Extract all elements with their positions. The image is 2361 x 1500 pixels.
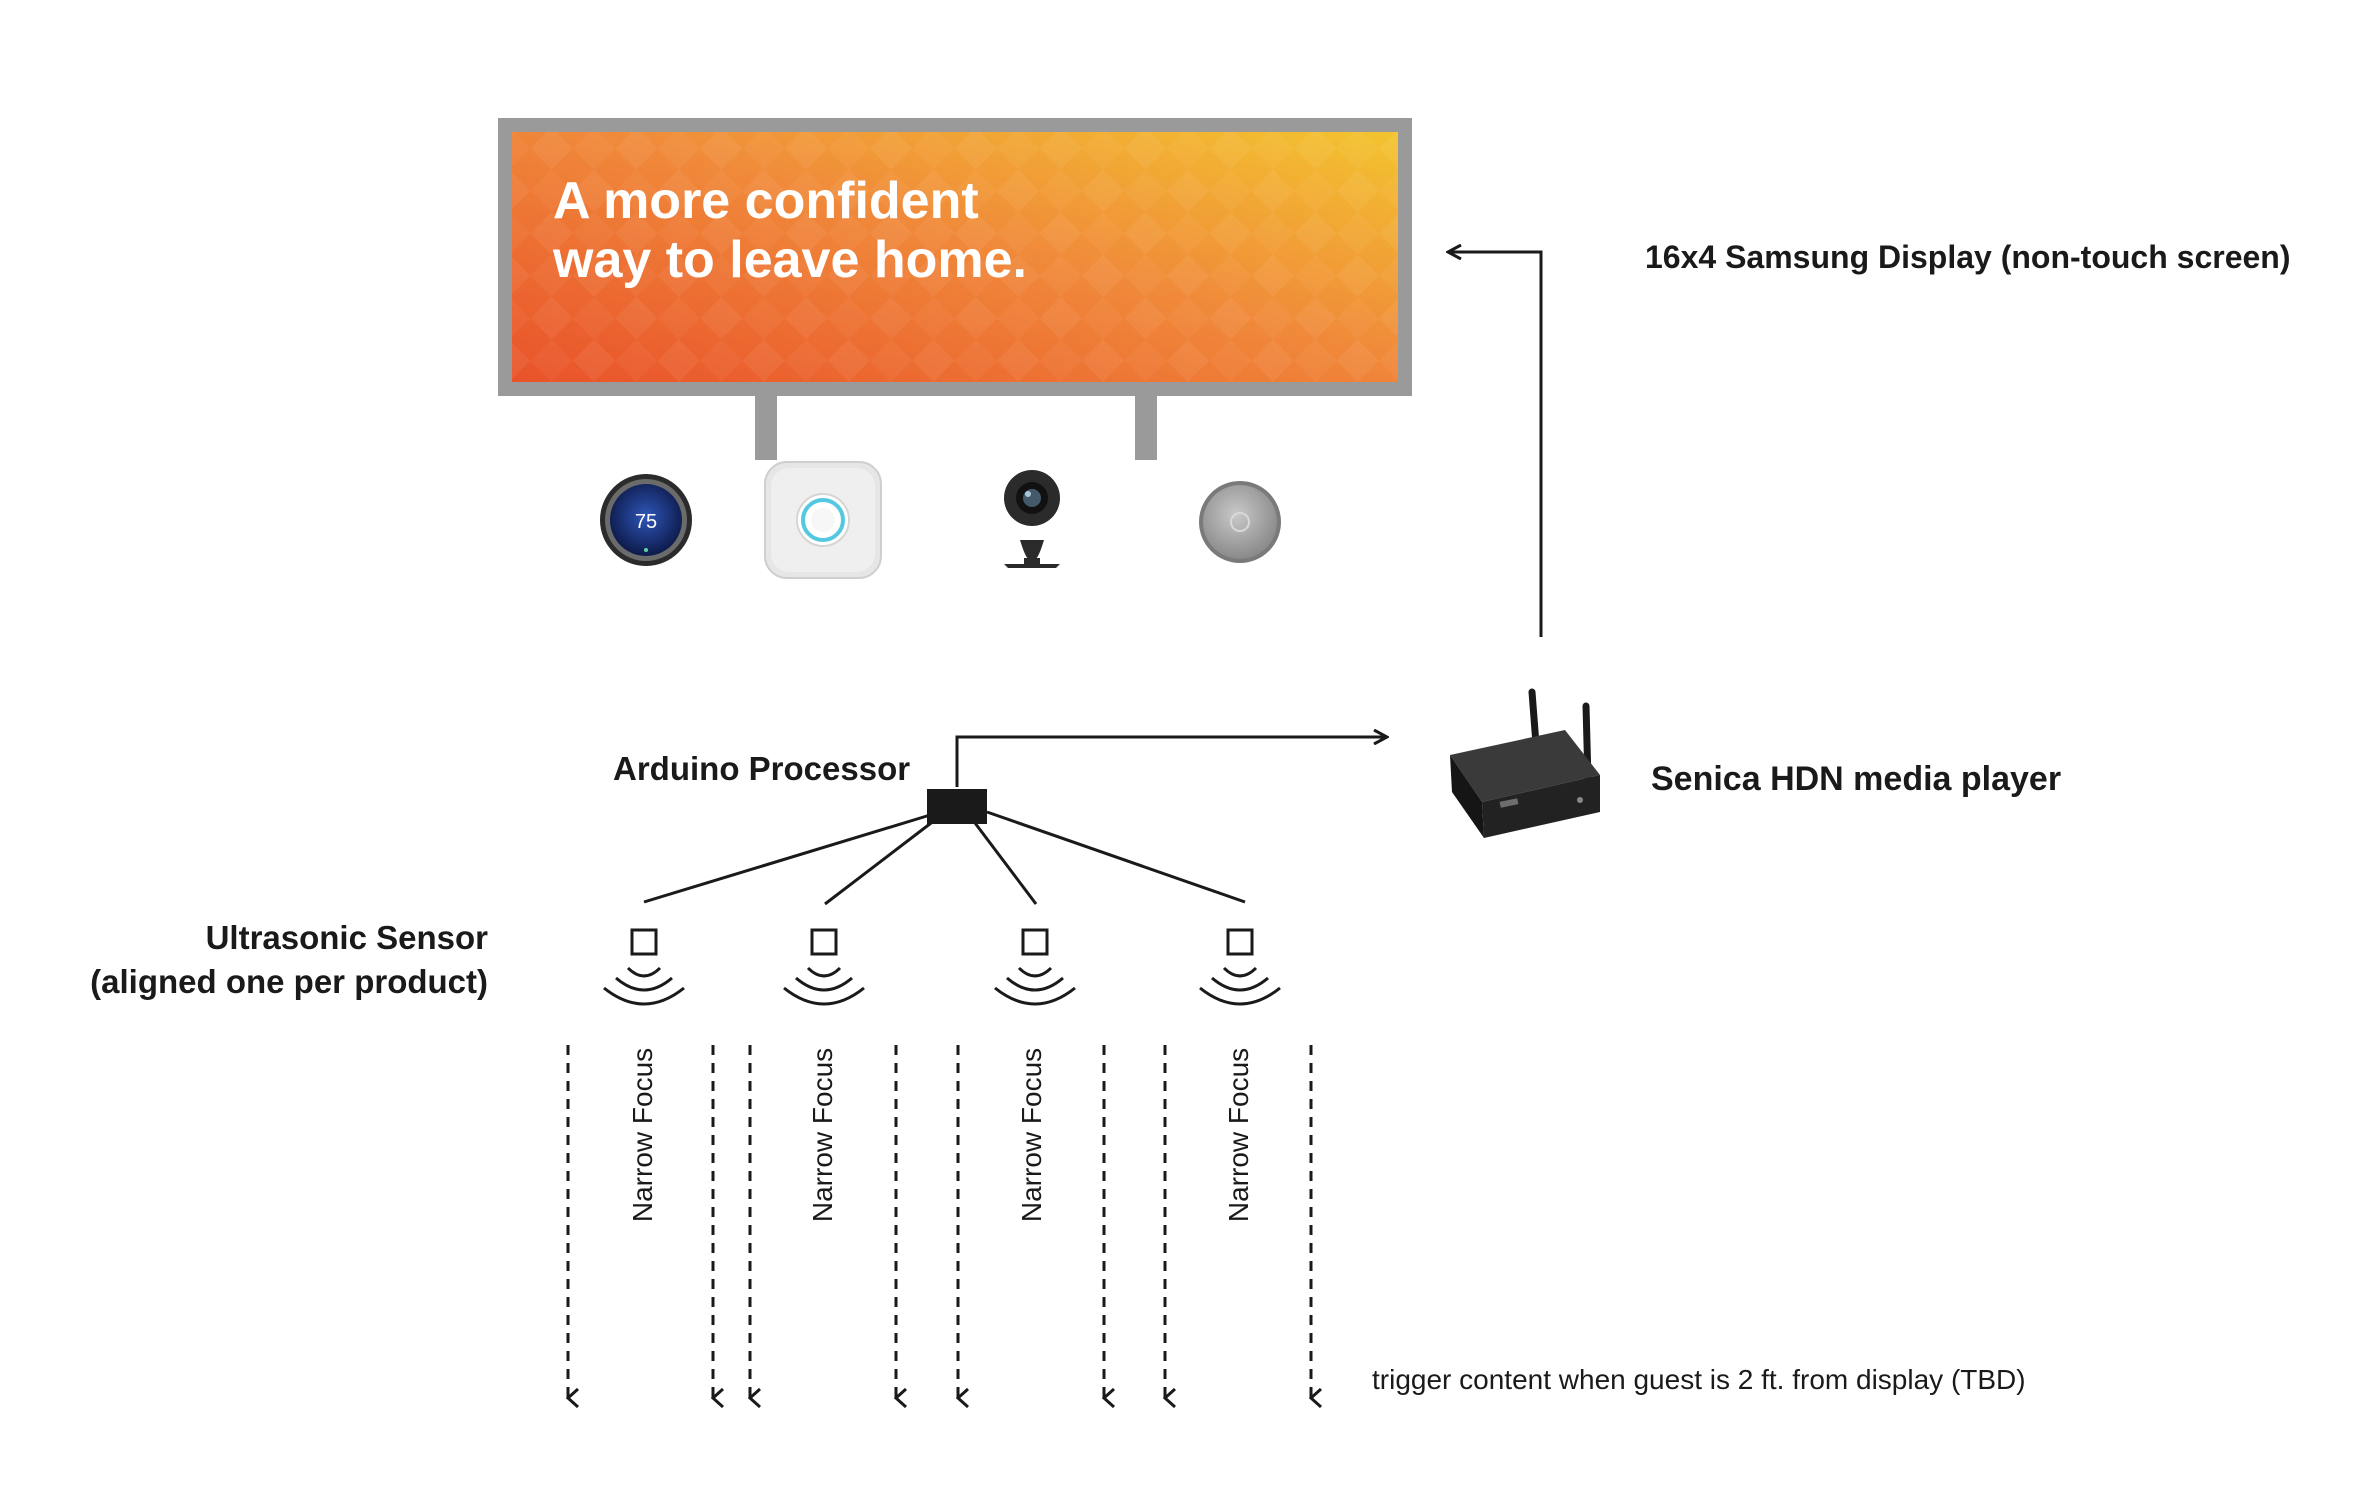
display-label: 16x4 Samsung Display (non-touch screen) bbox=[1645, 239, 2291, 275]
display-stand-right bbox=[1135, 390, 1157, 460]
display-headline-2: way to leave home. bbox=[552, 231, 1027, 289]
trigger-note: trigger content when guest is 2 ft. from… bbox=[1372, 1364, 2026, 1395]
smart-lock-icon bbox=[1199, 481, 1281, 563]
ultrasonic-sensor-icon bbox=[603, 928, 685, 1006]
security-camera-icon bbox=[1004, 470, 1060, 568]
detection-beams bbox=[568, 1045, 1311, 1398]
ultrasonic-sensor-icon bbox=[994, 928, 1076, 1006]
sensor-label-line2: (aligned one per product) bbox=[90, 963, 488, 1000]
thermostat-icon: 75 bbox=[600, 474, 692, 566]
processor-label: Arduino Processor bbox=[613, 750, 910, 787]
samsung-display: A more confident way to leave home. bbox=[498, 118, 1412, 460]
display-stand-left bbox=[755, 390, 777, 460]
sensor-label-line1: Ultrasonic Sensor bbox=[206, 919, 489, 956]
smoke-detector-icon bbox=[764, 461, 882, 579]
arduino-processor-box bbox=[927, 789, 987, 824]
media-to-display-arrow bbox=[1449, 252, 1543, 637]
processor-to-media-arrow bbox=[955, 737, 1386, 787]
sensor-wires bbox=[643, 810, 1246, 906]
beam-label: Narrow Focus bbox=[807, 1048, 838, 1222]
display-headline-1: A more confident bbox=[553, 172, 979, 230]
thermostat-reading: 75 bbox=[635, 511, 657, 533]
beam-label: Narrow Focus bbox=[1223, 1048, 1254, 1222]
beam-label: Narrow Focus bbox=[1016, 1048, 1047, 1222]
ultrasonic-sensor-icon bbox=[783, 928, 865, 1006]
media-player-label: Senica HDN media player bbox=[1651, 760, 2061, 798]
media-player-icon bbox=[1450, 688, 1600, 838]
beam-label: Narrow Focus bbox=[627, 1048, 658, 1222]
ultrasonic-sensor-icon bbox=[1199, 928, 1281, 1006]
